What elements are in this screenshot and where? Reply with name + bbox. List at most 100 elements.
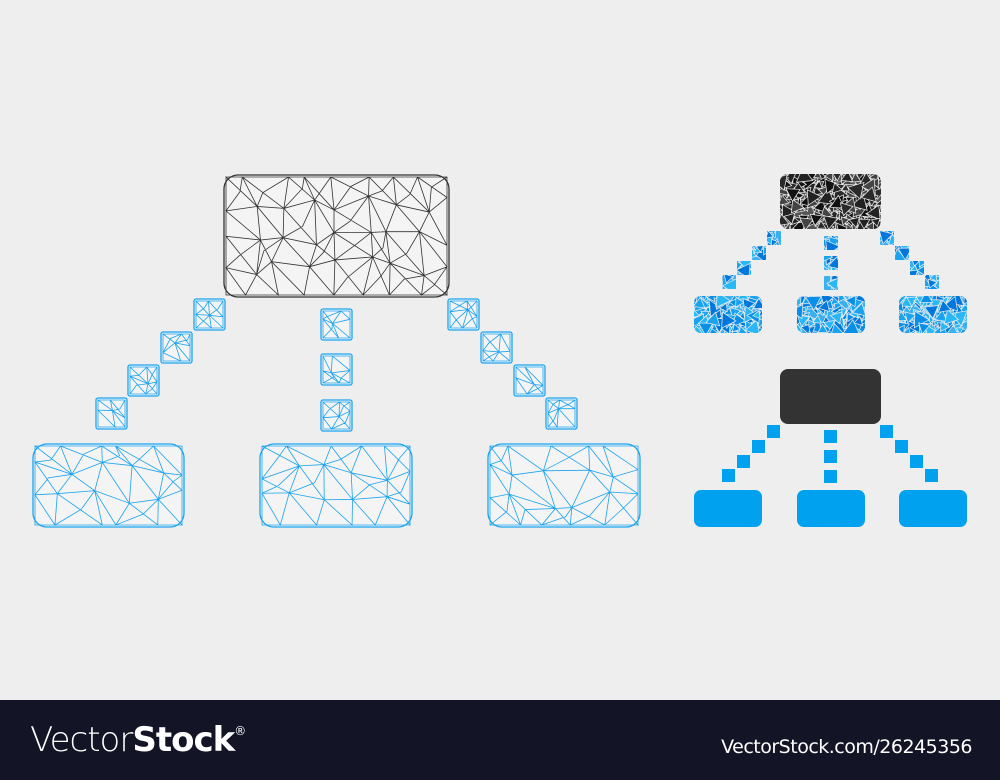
illustration-canvas <box>32 174 967 528</box>
mosaic-piece <box>722 277 736 289</box>
mosaic-child-box <box>899 296 967 333</box>
root-node-box <box>223 174 450 298</box>
mosaic-piece <box>844 296 857 308</box>
mosaic-piece <box>806 189 822 206</box>
mosaic-piece <box>737 325 749 333</box>
mosaic-piece <box>918 261 924 268</box>
flat-connector-dot <box>824 430 837 443</box>
connector-dot-mesh-lines <box>481 333 511 362</box>
mosaic-piece <box>731 323 741 333</box>
mosaic-piece <box>752 297 762 310</box>
mosaic-piece <box>783 212 796 225</box>
mosaic-piece <box>767 231 774 239</box>
hierarchy-flat-icon <box>694 369 967 527</box>
flat-connector-dot <box>752 440 765 453</box>
mosaic-piece <box>763 246 766 256</box>
mosaic-piece <box>830 323 844 333</box>
mosaic-piece <box>880 231 894 245</box>
logo-registered-mark: ® <box>234 724 246 738</box>
mosaic-piece <box>937 299 952 313</box>
flat-connector-dot <box>722 469 735 482</box>
mosaic-piece <box>715 296 731 308</box>
mosaic-piece <box>939 320 951 333</box>
mosaic-piece <box>837 296 849 303</box>
mosaic-piece <box>780 194 790 206</box>
mosaic-connector-dot <box>752 246 766 260</box>
hierarchy-mosaic-icon <box>694 174 967 333</box>
connector-dot-mesh-lines <box>161 333 191 363</box>
mosaic-piece <box>800 323 812 333</box>
mosaic-piece <box>904 311 917 324</box>
mosaic-piece <box>808 319 816 328</box>
connector-dot-mesh-lines <box>322 355 351 384</box>
mosaic-piece <box>899 299 904 313</box>
flat-connector-dot <box>910 455 923 468</box>
flat-child-box <box>694 490 762 527</box>
mosaic-piece <box>799 217 814 229</box>
mosaic-piece <box>694 308 700 319</box>
mosaic-piece <box>813 180 823 189</box>
mosaic-piece <box>718 302 728 313</box>
mosaic-connector-dot <box>910 261 924 275</box>
vectorstock-logo: VectorStock® <box>30 720 246 760</box>
mosaic-piece <box>735 296 745 308</box>
mosaic-piece <box>911 261 921 268</box>
connector-dot <box>480 331 513 364</box>
hierarchy-mesh-icon <box>32 174 641 528</box>
mosaic-root-box <box>780 174 881 229</box>
mosaic-piece <box>790 198 805 214</box>
mosaic-piece <box>829 311 843 325</box>
mosaic-piece <box>860 186 877 203</box>
mosaic-piece <box>846 312 856 323</box>
logo-text-light: Vector <box>30 720 133 760</box>
mosaic-piece <box>813 174 822 179</box>
flat-connector-dot <box>895 440 908 453</box>
mosaic-connector-dot <box>767 231 781 245</box>
mosaic-piece <box>812 314 822 324</box>
mosaic-piece <box>809 213 824 227</box>
flat-connector-dot <box>824 450 837 463</box>
child-node-box <box>487 443 641 528</box>
mosaic-child-box <box>694 296 762 333</box>
flat-connector-dot <box>767 425 780 438</box>
mosaic-piece <box>804 296 822 311</box>
connector-dot-mesh-lines <box>96 399 126 429</box>
mosaic-piece <box>942 296 959 312</box>
mosaic-piece <box>934 309 948 323</box>
image-url: VectorStock.com/26245356 <box>721 736 972 758</box>
mosaic-piece <box>842 319 861 333</box>
mosaic-piece <box>825 239 838 250</box>
flat-child-box <box>797 490 865 527</box>
mosaic-piece <box>916 265 924 275</box>
connector-dot <box>320 353 353 386</box>
mosaic-piece <box>824 256 834 263</box>
mosaic-piece <box>785 188 801 203</box>
child-node-box-mesh-lines <box>33 445 183 527</box>
mosaic-connector-dot <box>737 261 751 275</box>
connector-dot <box>95 397 128 430</box>
connector-dot-mesh-lines <box>449 300 478 329</box>
mosaic-piece <box>831 182 843 194</box>
flat-child-box <box>899 490 967 527</box>
mosaic-piece <box>694 296 706 309</box>
mosaic-piece <box>797 303 804 320</box>
mosaic-piece <box>963 296 967 305</box>
mosaic-piece <box>955 327 964 333</box>
connector-dot-mesh-lines <box>321 401 351 431</box>
mosaic-piece <box>918 322 931 333</box>
mosaic-connector-dot <box>722 275 736 289</box>
flat-root-box <box>780 369 881 424</box>
mosaic-piece <box>721 311 737 329</box>
mosaic-child-box <box>797 296 865 333</box>
mosaic-piece <box>866 204 881 221</box>
mosaic-piece <box>865 221 875 229</box>
mosaic-piece <box>919 296 934 304</box>
mosaic-piece <box>853 315 864 326</box>
mosaic-piece <box>780 174 788 191</box>
connector-dot-mesh-lines <box>514 366 544 396</box>
mosaic-piece <box>830 276 838 281</box>
mosaic-piece <box>830 174 844 182</box>
mosaic-piece <box>839 202 854 217</box>
mosaic-connector-dot <box>824 236 838 250</box>
mosaic-connector-dot <box>880 231 894 245</box>
